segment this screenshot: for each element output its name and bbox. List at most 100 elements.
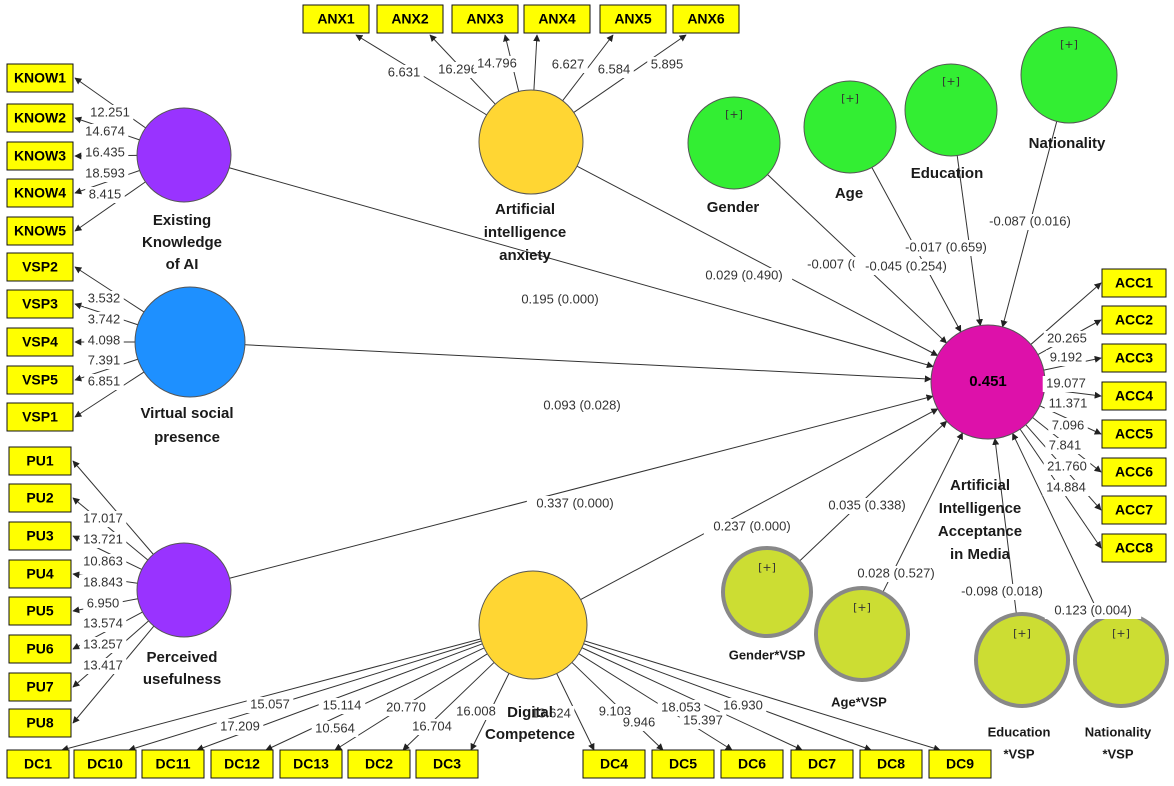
path-nationality-vsp [1012,432,1102,618]
loading-pu4: 18.843 [83,574,123,589]
indicator-acc5-label: ACC5 [1115,426,1153,442]
latent-gender-vsp-circle [721,546,813,638]
indicator-dc2: DC2 [347,749,411,779]
indicator-acc1-box [1101,268,1167,298]
loading-acc2-bg [1046,350,1086,366]
indicator-acc7-label: ACC7 [1115,502,1153,518]
loading-vsp3-bg [84,312,124,328]
path-coef-age-vsp: 0.028 (0.527) [857,565,934,580]
latent-nationality-vsp-name-2: *VSP [1102,746,1133,761]
indicator-vsp4: VSP4 [6,327,74,357]
edge-dc12 [265,647,485,751]
loading-acc1: 20.265 [1047,330,1087,345]
loading-vsp4: 4.098 [88,332,121,347]
edge-anx4 [533,34,541,91]
latent-age-vsp-circle [814,586,910,682]
indicator-dc13-label: DC13 [293,756,329,772]
indicator-know4-label: KNOW4 [14,185,66,201]
indicator-dc6-label: DC6 [738,756,766,772]
indicator-dc5-box [651,749,715,779]
latent-nationality-vsp-plus-icon: [+] [1112,627,1130,640]
indicator-dc6: DC6 [720,749,784,779]
loading-acc5: 7.096 [1052,417,1085,432]
loading-know5: 8.415 [89,186,122,201]
loading-dc11-bg [318,698,366,714]
latent-gender-vsp-name-1: Gender*VSP [729,647,806,662]
indicator-pu7-box [8,672,72,702]
latent-nationality-name-1: Nationality [1029,135,1106,152]
loading-acc8: 14.884 [1046,479,1086,494]
loading-dc12-bg [311,721,359,737]
path-coef-anxiety-bg [695,268,793,284]
edge-acc1 [1030,282,1102,345]
loading-dc10: 17.209 [220,718,260,733]
loading-dc3-bg [452,704,500,720]
edge-dc6 [578,653,733,751]
indicator-acc2-box [1101,305,1167,335]
loading-acc4-bg [1044,396,1092,412]
indicator-know4: KNOW4 [6,178,74,208]
indicator-anx2: ANX2 [376,4,444,34]
latent-social-name-2: presence [154,429,220,446]
loading-vsp5-bg [84,353,124,369]
edge-pu1 [72,460,154,555]
edge-dc8 [583,643,872,752]
path-coef-age-vsp-bg [847,566,945,582]
indicator-acc3-box [1101,343,1167,373]
path-coef-age: -0.045 (0.254) [865,258,947,273]
edge-pu8 [72,625,155,724]
indicator-pu1: PU1 [8,446,72,476]
indicator-know4-box [6,178,74,208]
indicator-acc7: ACC7 [1101,495,1167,525]
latent-education-vsp-name-2: *VSP [1003,746,1034,761]
indicator-dc7-label: DC7 [808,756,836,772]
indicator-know1-label: KNOW1 [14,70,66,86]
loading-anx1: 6.631 [388,64,421,79]
path-coef-nationality-vsp: 0.123 (0.004) [1054,602,1131,617]
indicator-pu6-label: PU6 [26,641,53,657]
loading-acc2: 9.192 [1050,349,1083,364]
path-anxiety [576,165,939,356]
latent-target-name-3: Acceptance [938,523,1022,540]
indicator-pu3: PU3 [8,521,72,551]
loading-anx5-bg [594,62,634,78]
path-coef-social: 0.093 (0.028) [543,397,620,412]
edge-pu2 [72,497,149,561]
indicator-know2-box [6,103,74,133]
indicator-pu2-box [8,483,72,513]
loading-dc3: 16.008 [456,703,496,718]
latent-social-name-1: Virtual social [140,405,233,422]
loading-dc2: 16.704 [412,718,452,733]
indicator-vsp4-box [6,327,74,357]
loading-pu5-bg [83,596,123,612]
indicator-pu4-box [8,559,72,589]
path-age-vsp [882,432,963,593]
indicator-dc8-box [859,749,923,779]
path-coef-gender-vsp-bg [818,498,916,514]
path-coef-knowledge-bg [511,292,609,308]
indicator-vsp2-label: VSP2 [22,259,58,275]
loading-dc6-bg [619,715,659,731]
indicator-pu5-box [8,596,72,626]
loading-anx2: 16.296 [438,61,478,76]
latent-knowledge-name-3: of AI [166,256,199,273]
indicator-anx6-label: ANX6 [687,11,725,27]
path-knowledge [229,167,934,369]
loading-dc11: 15.114 [323,697,362,712]
latent-age-vsp-plus-icon: [+] [853,601,871,614]
loading-dc4-bg [527,706,575,722]
indicator-pu8-label: PU8 [26,715,53,731]
loading-dc8-bg [679,713,727,729]
loading-vsp3: 3.742 [88,311,121,326]
loading-vsp5: 7.391 [88,352,121,367]
indicator-dc9-box [928,749,992,779]
indicator-pu2: PU2 [8,483,72,513]
indicator-know1: KNOW1 [6,63,74,93]
loading-acc5-bg [1048,418,1088,434]
loading-anx6: 5.895 [651,56,684,71]
latent-gender-plus-icon: [+] [725,108,743,121]
indicator-dc10-label: DC10 [87,756,123,772]
indicator-know2-label: KNOW2 [14,110,66,126]
